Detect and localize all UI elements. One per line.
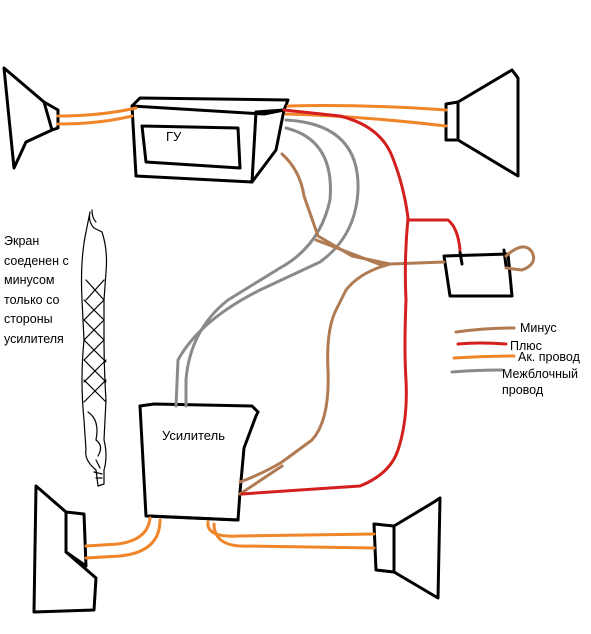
- speaker-bottom-left: [32, 484, 98, 614]
- head-unit-label: ГУ: [166, 129, 182, 144]
- legend-swatch-minus: [454, 326, 516, 334]
- legend-swatch-plus: [456, 341, 508, 346]
- legend-label-acoustic: Ак. провод: [518, 350, 580, 364]
- acoustic-wires: [56, 104, 448, 560]
- plus-wire: [240, 108, 462, 496]
- head-unit-box: [130, 96, 290, 184]
- legend-label-interconnect: Межблочный провод: [502, 367, 578, 397]
- amplifier-label: Усилитель: [162, 428, 225, 443]
- legend-swatches: [450, 326, 516, 374]
- legend-swatch-acoustic: [452, 354, 516, 360]
- shielded-cable-icon: [80, 209, 108, 487]
- shield-note-text: Экран соеденен с минусом только со сторо…: [4, 234, 69, 346]
- speaker-top-left: [2, 66, 60, 170]
- legend-swatch-interconnect: [450, 368, 504, 374]
- amplifier-box: [138, 402, 260, 522]
- legend-label-plus: Плюс: [510, 339, 542, 353]
- speaker-bottom-right: [372, 496, 442, 600]
- legend-label-minus: Минус: [520, 321, 557, 335]
- interconnect-cables: [174, 118, 360, 408]
- speaker-top-right: [444, 68, 520, 178]
- minus-wires: [238, 152, 536, 496]
- battery-box: [442, 248, 514, 298]
